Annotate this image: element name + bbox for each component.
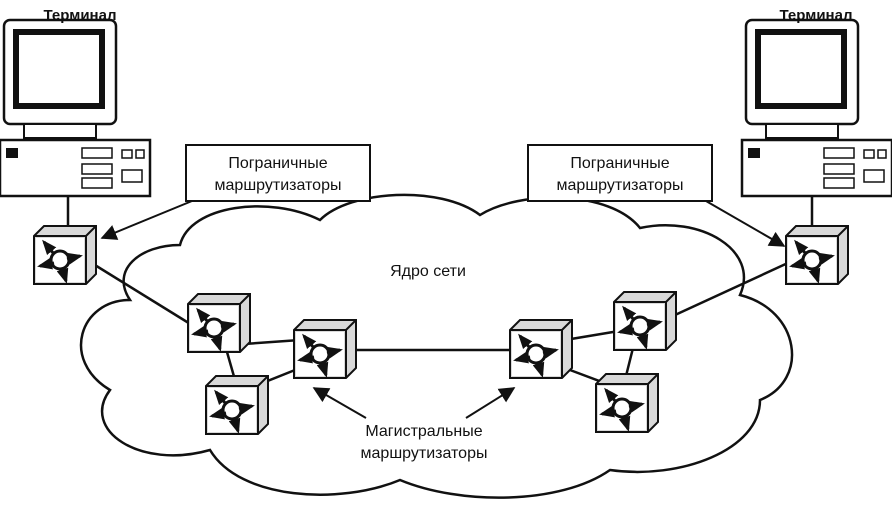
router-icon — [294, 320, 356, 378]
edge-routers-right-box — [527, 144, 713, 202]
router-icon — [34, 226, 96, 284]
backbone-routers-line2: маршрутизаторы — [361, 445, 488, 462]
router-icon — [596, 374, 658, 432]
terminal-right-label: Терминал — [780, 7, 853, 24]
backbone-right-arrow — [465, 387, 516, 419]
edge-left-arrow — [100, 200, 193, 240]
backbone-router-right — [510, 320, 572, 378]
backbone-router-left — [294, 320, 356, 378]
edge-routers-right-line1: Пограничные — [570, 155, 669, 172]
edge-routers-left-line1: Пограничные — [228, 155, 327, 172]
edge-routers-right-line2: маршрутизаторы — [557, 177, 684, 194]
router-icon — [786, 226, 848, 284]
terminal-right — [742, 20, 892, 196]
edge-routers-left-line2: маршрутизаторы — [215, 177, 342, 194]
core-label: Ядро сети — [390, 263, 466, 280]
router-icon — [206, 376, 268, 434]
terminal-left-label: Терминал — [44, 7, 117, 24]
router-icon — [188, 294, 250, 352]
computer-terminal-icon — [742, 20, 892, 196]
router-icon — [614, 292, 676, 350]
core-router-r2 — [596, 374, 658, 432]
terminal-left — [0, 20, 150, 196]
core-router-l1 — [188, 294, 250, 352]
edge-router-right — [786, 226, 848, 284]
computer-terminal-icon — [0, 20, 150, 196]
core-router-r1 — [614, 292, 676, 350]
edge-right-arrow — [705, 200, 786, 247]
core-router-l2 — [206, 376, 268, 434]
backbone-routers-line1: Магистральные — [365, 423, 482, 440]
edge-routers-left-box — [185, 144, 371, 202]
backbone-left-arrow — [312, 387, 367, 419]
router-icon — [510, 320, 572, 378]
edge-router-left — [34, 226, 96, 284]
